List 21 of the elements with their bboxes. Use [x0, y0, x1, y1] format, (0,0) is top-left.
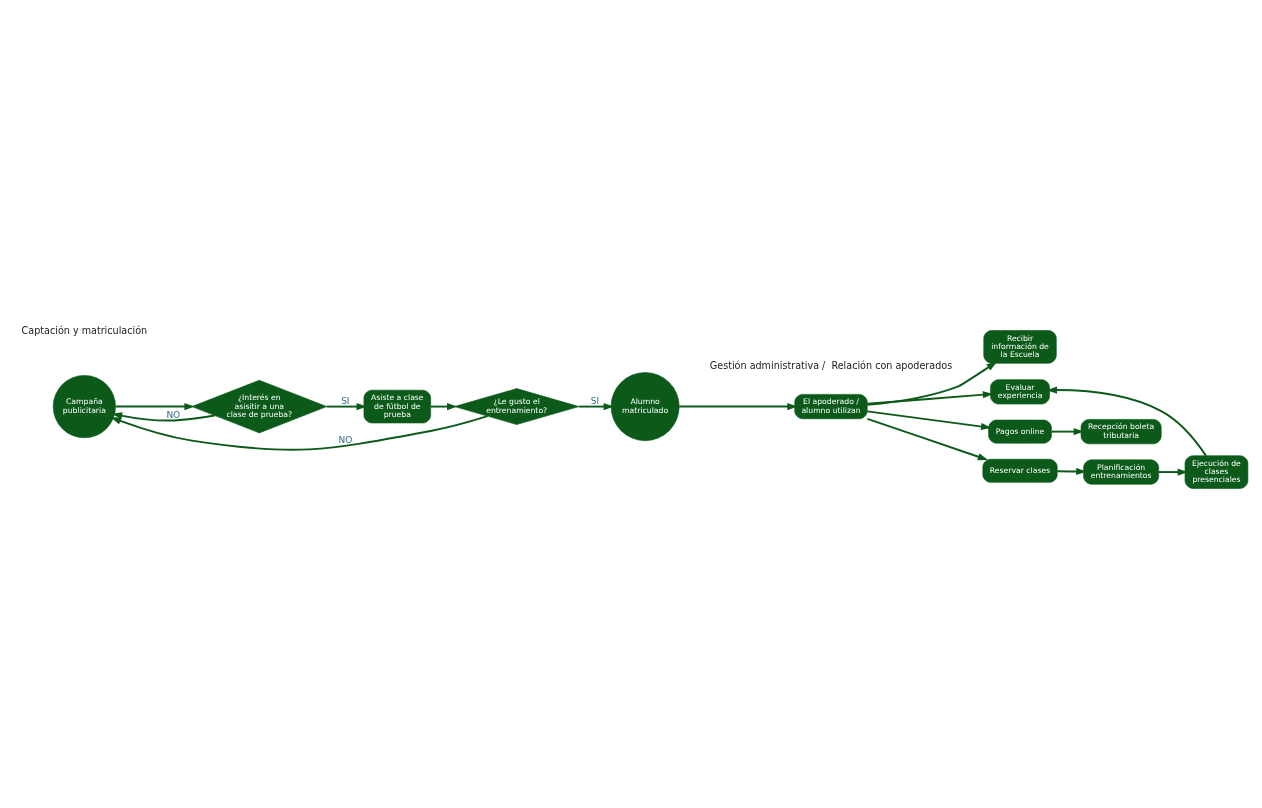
arrow — [866, 361, 997, 406]
arrow — [866, 409, 992, 430]
label: Gestión administrativa / Relación con apoderados — [709, 359, 953, 371]
arrow — [1158, 467, 1188, 476]
arrow — [866, 390, 994, 405]
arrow — [1046, 385, 1207, 457]
arrow — [1050, 427, 1084, 435]
edge-label: SI — [341, 395, 350, 406]
arrow — [1056, 467, 1087, 475]
arrow — [578, 402, 614, 410]
arrow — [678, 402, 798, 410]
arrow — [866, 417, 989, 460]
edge-label: NO — [166, 409, 181, 420]
arrow — [110, 414, 489, 451]
arrow — [114, 402, 195, 410]
label: Captación y matriculación — [21, 324, 148, 336]
edge-label: NO — [338, 434, 353, 445]
arrow — [325, 402, 367, 410]
edge-label: SI — [590, 395, 600, 406]
arrow — [429, 402, 458, 410]
arrow — [111, 411, 216, 422]
